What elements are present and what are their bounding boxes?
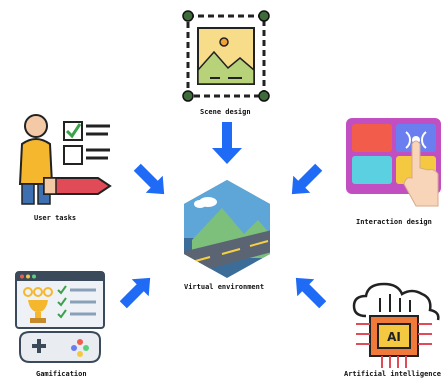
arrow-user-tasks-to-center (133, 163, 165, 195)
scene-design-label: Scene design (200, 108, 251, 116)
ai-node: AI (346, 280, 441, 370)
trophy-gamepad-icon (15, 271, 105, 363)
user-tasks-node (8, 112, 112, 210)
gamification-node (14, 270, 106, 364)
gamification-label: Gamification (36, 370, 87, 378)
arrow-scene-to-center (212, 122, 242, 164)
user-tasks-label: User tasks (34, 214, 77, 222)
interaction-design-node (344, 116, 441, 208)
arrow-interaction-to-center (291, 163, 323, 195)
scene-design-icon (182, 10, 270, 102)
arrow-gamification-to-center (119, 277, 151, 309)
ai-label: Artificial intelligence (344, 370, 441, 378)
interaction-design-label: Interaction design (356, 218, 432, 226)
touch-panel-icon (346, 118, 441, 207)
scene-design-node (180, 8, 272, 106)
virtual-environment-node (182, 178, 272, 280)
user-checklist-icon (18, 114, 112, 205)
landscape-road-icon (184, 180, 270, 278)
arrow-ai-to-center (295, 277, 327, 309)
cloud-ai-chip-icon: AI (352, 282, 440, 368)
virtual-environment-label: Virtual environment (184, 283, 265, 291)
svg-text:AI: AI (387, 330, 401, 344)
